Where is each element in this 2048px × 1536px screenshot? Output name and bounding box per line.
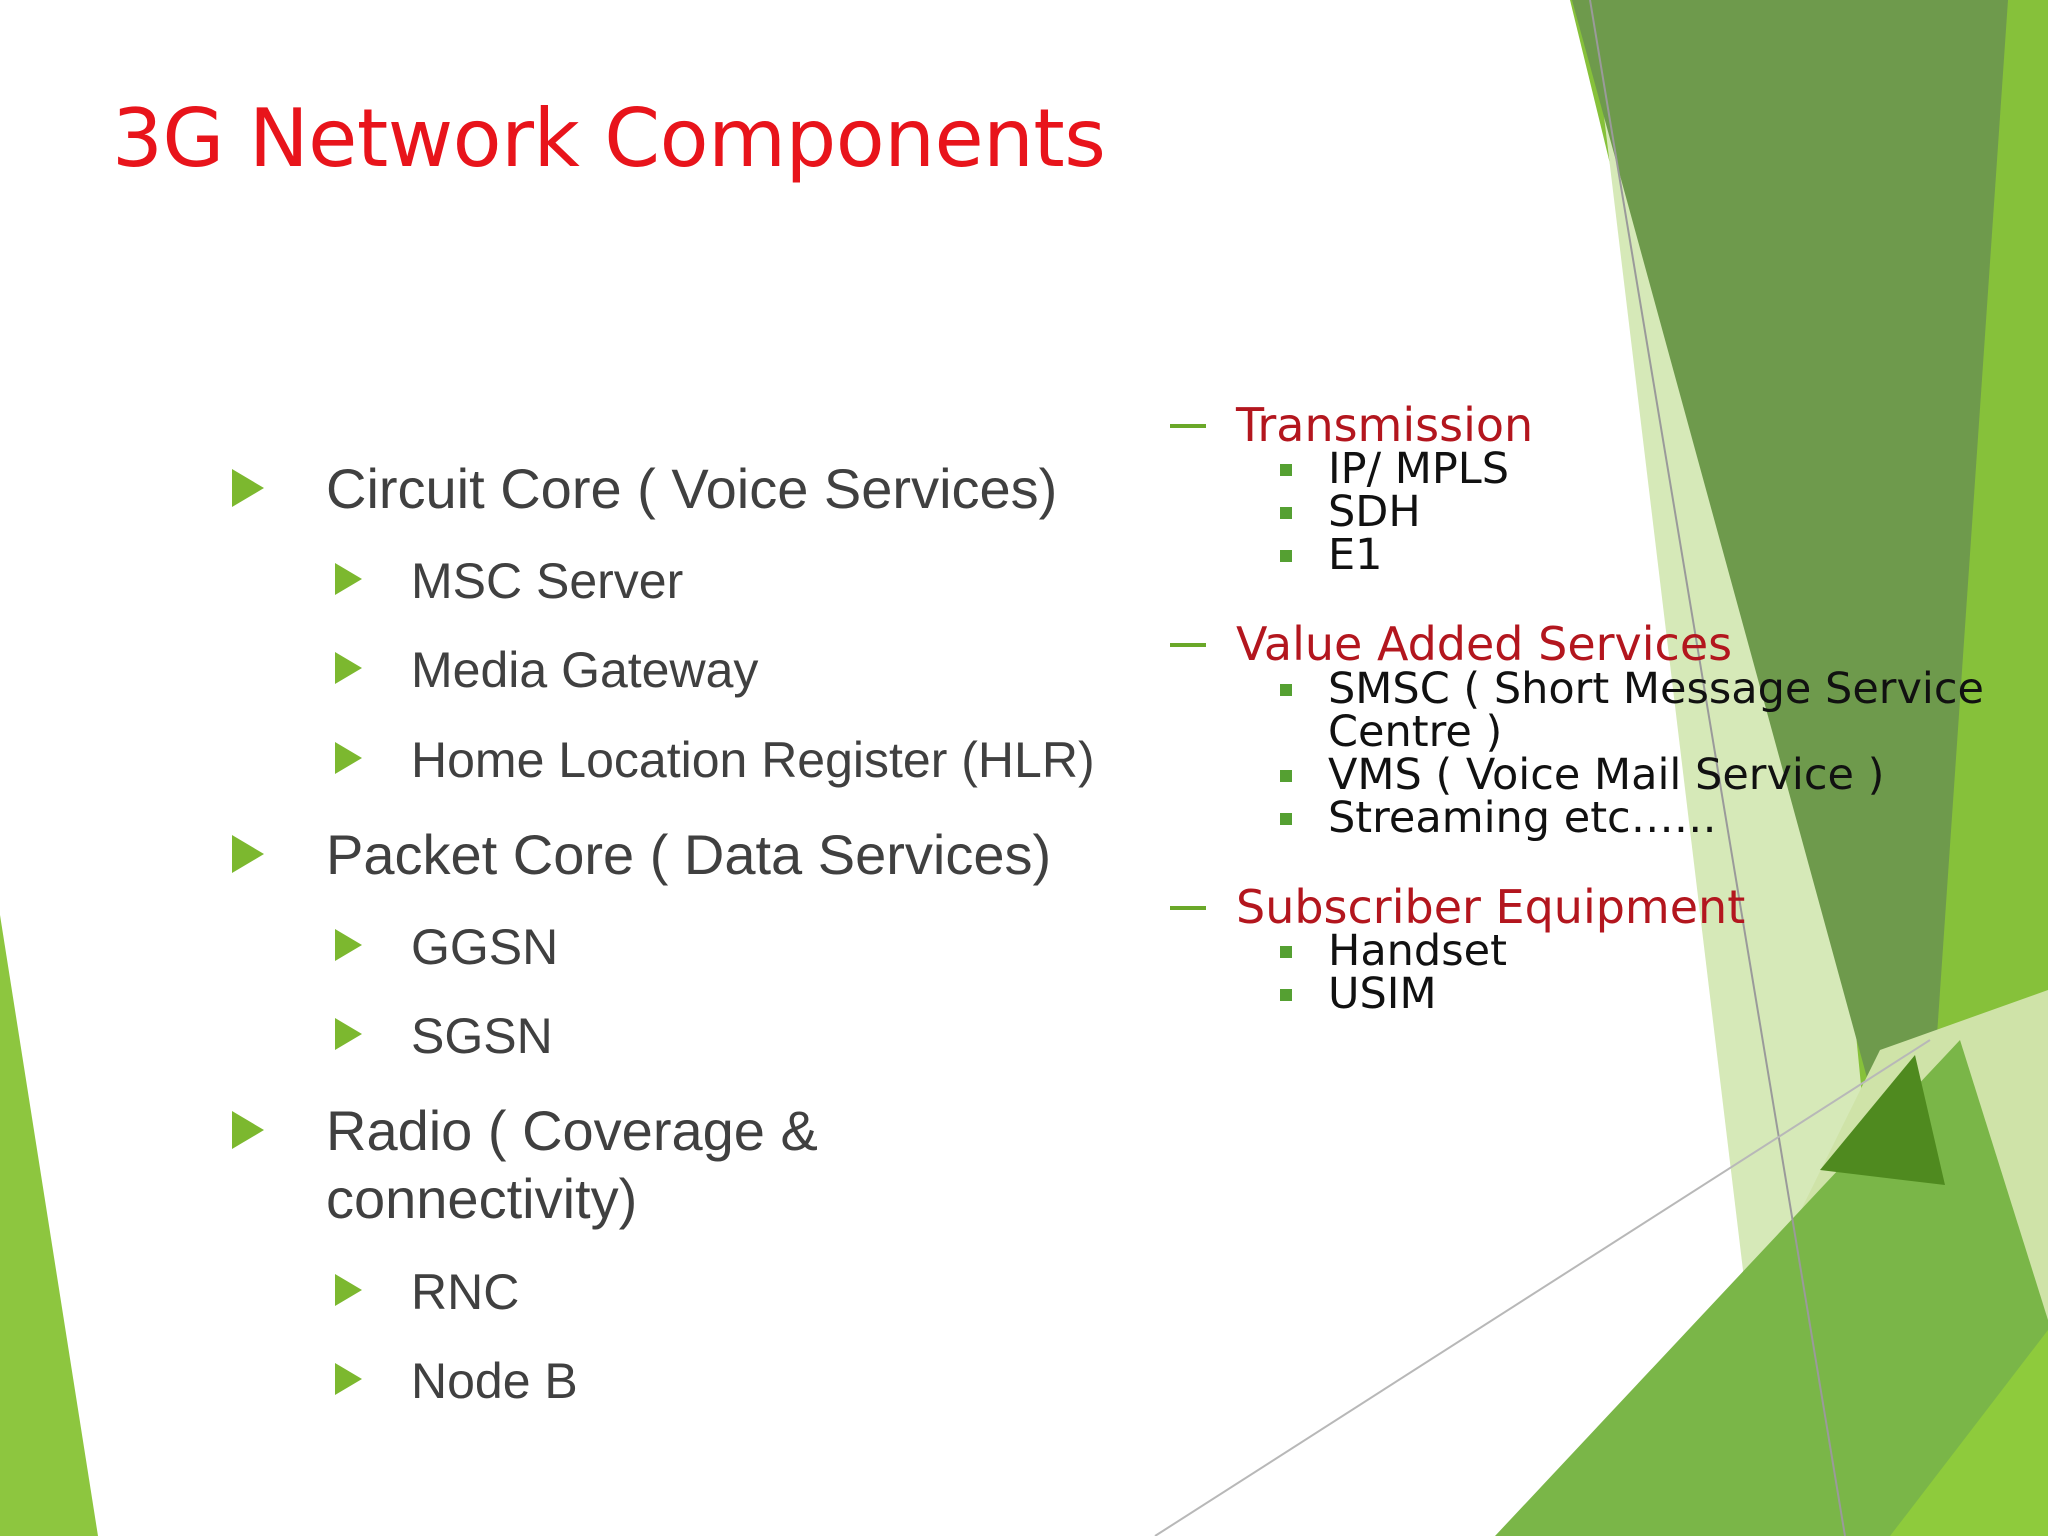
sub-bullet-rnc: RNC — [335, 1262, 519, 1322]
square-bullet-icon — [1280, 507, 1292, 519]
triangle-bullet-icon — [232, 835, 264, 873]
sub-bullet-media-gateway: Media Gateway — [335, 640, 758, 700]
square-bullet-icon — [1280, 813, 1292, 825]
sub-bullet-msc-server: MSC Server — [335, 551, 683, 611]
item-vms: VMS ( Voice Mail Service ) — [1280, 754, 1884, 797]
item-label-line-1: SMSC ( Short Message Service — [1328, 664, 1984, 714]
bullet-packet-core: Packet Core ( Data Services) — [232, 821, 1051, 889]
item-label: IP/ MPLS — [1328, 444, 1510, 494]
sub-bullet-label: Media Gateway — [411, 642, 759, 698]
bullet-label: Circuit Core ( Voice Services) — [326, 457, 1058, 520]
item-e1: E1 — [1280, 534, 1383, 577]
item-label: SDH — [1328, 487, 1421, 537]
triangle-bullet-icon — [232, 469, 264, 507]
item-label: SMSC ( Short Message Service Centre ) — [1328, 668, 1984, 754]
item-usim: USIM — [1280, 973, 1437, 1016]
square-bullet-icon — [1280, 684, 1292, 696]
triangle-bullet-icon — [335, 929, 362, 961]
section-transmission: Transmission — [1170, 398, 1533, 452]
section-value-added-services: Value Added Services — [1170, 617, 1732, 671]
sub-bullet-label: Node B — [411, 1353, 578, 1409]
triangle-bullet-icon — [335, 1274, 362, 1306]
bullet-radio: Radio ( Coverage & connectivity) — [232, 1097, 818, 1233]
decor-right-deep-facet — [1820, 1055, 1945, 1185]
bullet-label-line-1: Radio ( Coverage & — [326, 1099, 818, 1162]
bullet-label: Packet Core ( Data Services) — [326, 823, 1052, 886]
decor-thin-line-2 — [1154, 1039, 1931, 1536]
dash-bullet-icon — [1170, 643, 1206, 647]
decor-bottom-right-facet — [1890, 1330, 2048, 1536]
dash-bullet-icon — [1170, 906, 1206, 910]
item-label: E1 — [1328, 530, 1383, 580]
section-heading: Subscriber Equipment — [1236, 880, 1746, 934]
section-subscriber-equipment: Subscriber Equipment — [1170, 880, 1745, 934]
section-heading: Transmission — [1236, 398, 1534, 452]
item-label: Handset — [1328, 926, 1507, 976]
square-bullet-icon — [1280, 989, 1292, 1001]
sub-bullet-label: GGSN — [411, 919, 559, 975]
triangle-bullet-icon — [232, 1111, 264, 1149]
bullet-label-line-2: connectivity) — [326, 1167, 638, 1230]
sub-bullet-sgsn: SGSN — [335, 1006, 553, 1066]
dash-bullet-icon — [1170, 424, 1206, 428]
triangle-bullet-icon — [335, 742, 362, 774]
decor-right-pale-ribbon — [1590, 0, 1905, 1536]
sub-bullet-hlr: Home Location Register (HLR) — [335, 730, 1095, 790]
square-bullet-icon — [1280, 770, 1292, 782]
item-handset: Handset — [1280, 930, 1507, 973]
decor-right-dark-band — [1572, 0, 2008, 1210]
decor-left-wedge — [0, 915, 98, 1536]
sub-bullet-label: SGSN — [411, 1008, 553, 1064]
item-smsc: SMSC ( Short Message Service Centre ) — [1280, 668, 1984, 754]
square-bullet-icon — [1280, 464, 1292, 476]
triangle-bullet-icon — [335, 1363, 362, 1395]
item-label: VMS ( Voice Mail Service ) — [1328, 750, 1885, 800]
triangle-bullet-icon — [335, 652, 362, 684]
sub-bullet-node-b: Node B — [335, 1351, 578, 1411]
square-bullet-icon — [1280, 946, 1292, 958]
sub-bullet-label: Home Location Register (HLR) — [411, 732, 1095, 788]
sub-bullet-ggsn: GGSN — [335, 917, 558, 977]
sub-bullet-label: MSC Server — [411, 553, 684, 609]
item-label: USIM — [1328, 969, 1437, 1019]
bullet-circuit-core: Circuit Core ( Voice Services) — [232, 455, 1057, 523]
triangle-bullet-icon — [335, 563, 362, 595]
item-streaming: Streaming etc…… — [1280, 797, 1717, 840]
section-heading: Value Added Services — [1236, 617, 1733, 671]
item-ip-mpls: IP/ MPLS — [1280, 448, 1509, 491]
sub-bullet-label: RNC — [411, 1264, 520, 1320]
item-label: Streaming etc…… — [1328, 793, 1717, 843]
bullet-label: Radio ( Coverage & connectivity) — [326, 1097, 818, 1233]
triangle-bullet-icon — [335, 1018, 362, 1050]
decor-thin-line-1 — [1589, 0, 1846, 1536]
item-label-line-2: Centre ) — [1328, 707, 1503, 757]
item-sdh: SDH — [1280, 491, 1421, 534]
slide-title: 3G Network Components — [112, 92, 1106, 185]
square-bullet-icon — [1280, 550, 1292, 562]
